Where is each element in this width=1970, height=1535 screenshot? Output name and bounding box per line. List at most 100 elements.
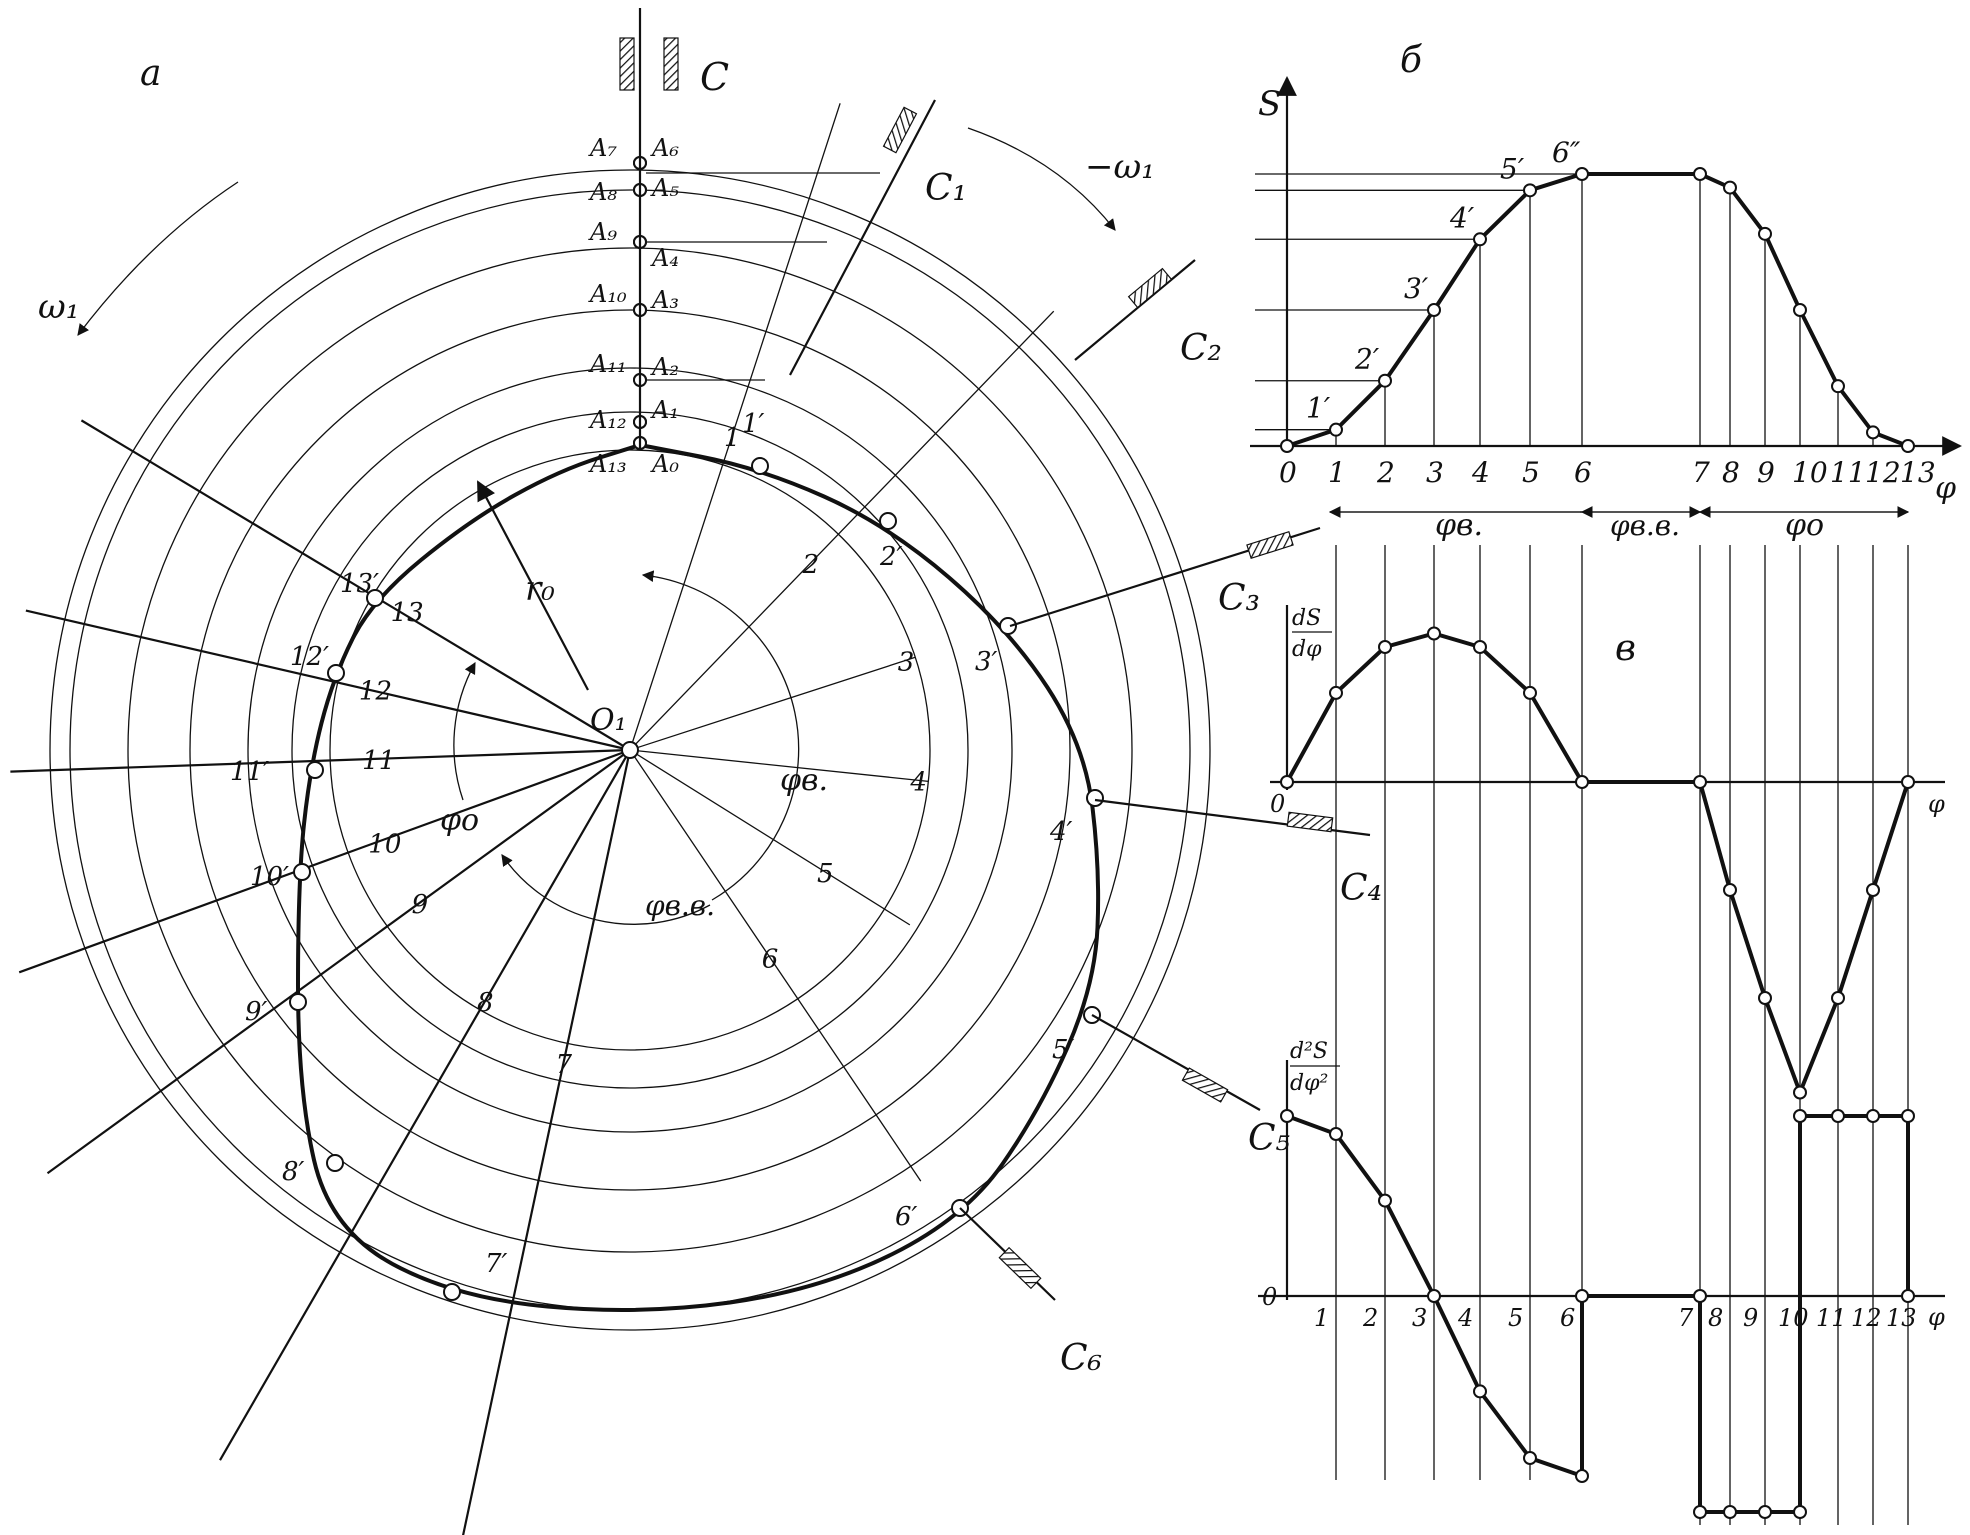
phi-o-arc [453, 661, 476, 801]
ray-12 [25, 609, 631, 752]
profile-point-3 [999, 617, 1017, 635]
s-axis-label: S [1258, 84, 1281, 124]
s-tick-11: 11 [1830, 456, 1866, 489]
label-A₂: A₂ [650, 353, 679, 381]
d2s-axis-label-den: dφ² [1290, 1071, 1328, 1096]
division-label-2: 2 [802, 550, 820, 580]
profile-label-1: 1′ [742, 409, 765, 439]
s-point-label-4: 4′ [1449, 201, 1475, 234]
d2s-point-8 [1693, 1289, 1707, 1303]
d2s-origin: 0 [1262, 1283, 1277, 1311]
d2s-point-16 [1901, 1109, 1915, 1123]
d2s-point-5 [1523, 1451, 1537, 1465]
ds-point-4 [1473, 640, 1487, 654]
profile-point-12 [327, 664, 345, 682]
cam-circle [247, 367, 1013, 1133]
s-point-label-3: 3′ [1404, 272, 1429, 305]
s-point-3 [1427, 303, 1441, 317]
ds-curve [1285, 631, 1910, 1099]
division-label-5: 5 [817, 859, 834, 889]
d2s-points [1280, 1109, 1915, 1519]
ray-10 [18, 748, 631, 974]
d2s-tick-11: 11 [1816, 1304, 1847, 1332]
follower-guide-hatch-right [663, 37, 679, 91]
panel-label-v: в [1615, 628, 1636, 669]
d2s-point-17 [1901, 1289, 1915, 1303]
follower-guide-line-2 [1074, 259, 1196, 361]
follower-guide-line-1 [789, 99, 936, 376]
ds-origin: 0 [1270, 790, 1285, 818]
s-point-label-1: 1′ [1306, 392, 1331, 425]
s-tick-0: 0 [1279, 456, 1297, 489]
d2s-tick-4: 4 [1457, 1304, 1473, 1332]
ds-points [1280, 626, 1915, 1100]
profile-point-2 [879, 512, 897, 530]
s-point-4 [1473, 232, 1487, 247]
profile-label-11: 11′ [230, 757, 269, 787]
label-A₁₃: A₁₃ [588, 450, 627, 478]
d2s-point-13 [1793, 1109, 1807, 1123]
division-label-3: 3 [898, 647, 915, 677]
cam-center-point [621, 741, 639, 759]
cam-circle [127, 247, 1133, 1253]
panel-label-a: а [140, 53, 161, 94]
ds-point-5 [1523, 685, 1537, 700]
label-A₉: A₉ [588, 218, 617, 246]
d2s-tick-10: 10 [1778, 1304, 1809, 1332]
s-point-label-6: 6″ [1552, 136, 1581, 169]
d2s-tick-8: 8 [1708, 1304, 1723, 1332]
ds-point-7 [1693, 775, 1707, 789]
ds-phi-label: φ [1928, 790, 1945, 818]
phase-label-o: φо [1785, 508, 1824, 543]
s-axis-phi-label: φ [1935, 471, 1956, 506]
s-point-12 [1866, 425, 1880, 440]
s-point-11 [1831, 379, 1845, 394]
d2s-tick-6: 6 [1560, 1304, 1575, 1332]
ray-3 [629, 656, 916, 751]
follower-guide-hatch-3 [1246, 530, 1294, 560]
follower-position-label-2: C₂ [1180, 328, 1222, 369]
omega-arrow [77, 181, 239, 336]
profile-label-7: 7′ [485, 1249, 508, 1279]
follower-guide-hatch-2 [1127, 267, 1173, 309]
label-A₅: A₅ [650, 174, 679, 202]
phase-label-v: φв. [1435, 508, 1483, 543]
s-tick-10: 10 [1792, 456, 1828, 489]
s-point-8 [1723, 180, 1737, 195]
profile-label-13: 13′ [340, 569, 379, 599]
follower-position-label-5: C₅ [1248, 1118, 1290, 1159]
d2s-axis-label-num: d²S [1290, 1039, 1328, 1064]
follower-guide-line-5 [1091, 1014, 1261, 1111]
label-A₇: A₇ [588, 134, 617, 162]
omega-label: ω₁ [38, 287, 79, 327]
d2s-point-14 [1831, 1109, 1845, 1123]
d2s-point-11 [1758, 1505, 1772, 1519]
s-point-7 [1693, 167, 1707, 181]
s-point-1 [1329, 422, 1343, 437]
ray-13 [80, 419, 631, 751]
division-label-13: 13 [391, 598, 424, 628]
d2s-tick-2: 2 [1362, 1304, 1378, 1332]
phi-v-arc [641, 570, 800, 901]
radius-label: r₀ [525, 569, 555, 609]
division-label-6: 6 [762, 944, 779, 974]
ds-point-1 [1329, 685, 1343, 700]
cam-circles [49, 169, 1211, 1331]
s-grid [1255, 173, 1874, 446]
profile-label-2: 2′ [879, 542, 903, 572]
profile-label-12: 12′ [290, 642, 329, 672]
cam-profile-points: 1′2′3′4′5′6′7′8′9′10′11′12′13′ [230, 409, 1104, 1301]
s-tick-13: 13 [1900, 456, 1936, 489]
d2s-tick-9: 9 [1743, 1304, 1758, 1332]
s-tick-2: 2 [1376, 456, 1395, 489]
phi-v-label: φв. [780, 763, 828, 798]
s-tick-6: 6 [1574, 456, 1592, 489]
ray-7 [462, 749, 632, 1535]
cam-circle [189, 309, 1071, 1191]
